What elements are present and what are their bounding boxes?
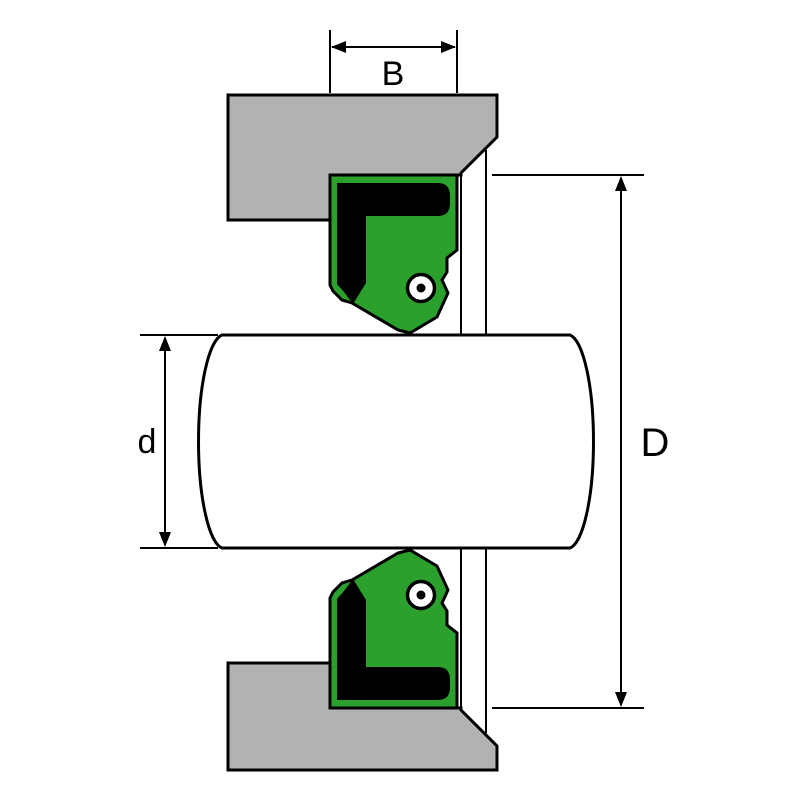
housing-upper: [226, 93, 499, 222]
garter-spring-center-upper: [416, 283, 426, 293]
seal-lower: [328, 548, 459, 710]
dimension-outer-diameter: D: [492, 174, 670, 709]
housing-lower: [226, 661, 499, 772]
seal-lip-lower: [337, 579, 450, 700]
garter-spring-center-lower: [416, 590, 426, 600]
arrow-d-up-icon: [159, 336, 171, 351]
dimension-d: d: [138, 334, 218, 549]
arrow-od-down-icon: [615, 692, 627, 707]
shaft: [197, 333, 595, 550]
arrow-b-right-icon: [441, 41, 456, 53]
label-d: d: [138, 423, 157, 461]
arrow-b-left-icon: [331, 41, 346, 53]
label-b: B: [382, 55, 405, 93]
arrow-od-up-icon: [615, 176, 627, 191]
seal-upper: [328, 173, 459, 335]
seal-lip-upper: [337, 183, 450, 304]
dimension-b: B: [329, 30, 458, 93]
label-outer-diameter: D: [641, 421, 670, 465]
arrow-d-down-icon: [159, 532, 171, 547]
